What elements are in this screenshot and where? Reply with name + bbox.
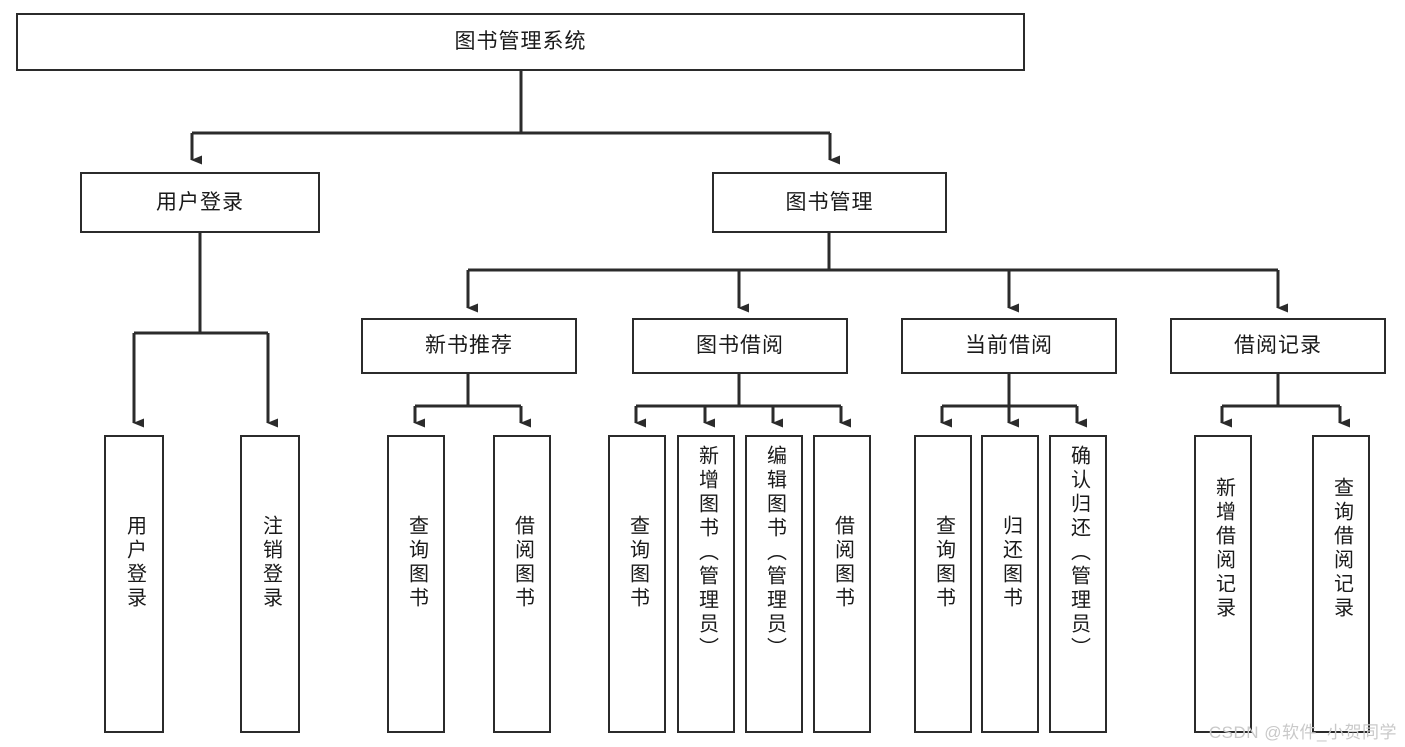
leaf-current-borrow-return-book[interactable]: 归还图书 bbox=[981, 435, 1039, 733]
node-label: 查询图书 bbox=[932, 515, 955, 611]
leaf-book-borrow-query-book[interactable]: 查询图书 bbox=[608, 435, 666, 733]
leaf-book-borrow-borrow-book[interactable]: 借阅图书 bbox=[813, 435, 871, 733]
node-current-borrow[interactable]: 当前借阅 bbox=[901, 318, 1117, 374]
node-new-book-recommend[interactable]: 新书推荐 bbox=[361, 318, 577, 374]
node-label: 借阅图书 bbox=[511, 515, 534, 611]
node-label: 查询图书 bbox=[405, 515, 428, 611]
node-book-borrow[interactable]: 图书借阅 bbox=[632, 318, 848, 374]
leaf-current-borrow-confirm-return-admin[interactable]: 确认归还（管理员） bbox=[1049, 435, 1107, 733]
node-label: 图书借阅 bbox=[696, 334, 784, 358]
watermark: CSDN @软件_小贺同学 bbox=[1208, 723, 1397, 742]
node-label: 归还图书 bbox=[999, 515, 1022, 611]
node-label: 查询图书 bbox=[626, 515, 649, 611]
node-label: 借阅图书 bbox=[831, 515, 854, 611]
node-label: 新增图书（管理员） bbox=[695, 445, 718, 661]
node-label: 查询借阅记录 bbox=[1330, 477, 1353, 621]
node-label: 当前借阅 bbox=[965, 334, 1053, 358]
node-borrow-record[interactable]: 借阅记录 bbox=[1170, 318, 1386, 374]
leaf-borrow-record-add-record[interactable]: 新增借阅记录 bbox=[1194, 435, 1252, 733]
node-label: 图书管理 bbox=[785, 190, 874, 214]
node-label: 编辑图书（管理员） bbox=[763, 445, 786, 661]
leaf-new-book-query-book[interactable]: 查询图书 bbox=[387, 435, 445, 733]
leaf-user-login-login[interactable]: 用户登录 bbox=[104, 435, 164, 733]
leaf-book-borrow-edit-book-admin[interactable]: 编辑图书（管理员） bbox=[745, 435, 803, 733]
node-label: 确认归还（管理员） bbox=[1067, 445, 1090, 661]
node-label: 用户登录 bbox=[156, 190, 244, 214]
leaf-new-book-borrow-book[interactable]: 借阅图书 bbox=[493, 435, 551, 733]
node-root-book-management-system[interactable]: 图书管理系统 bbox=[16, 13, 1025, 71]
node-label: 新增借阅记录 bbox=[1212, 477, 1235, 621]
leaf-user-login-logout[interactable]: 注销登录 bbox=[240, 435, 300, 733]
node-user-login[interactable]: 用户登录 bbox=[80, 172, 320, 233]
node-label: 注销登录 bbox=[259, 515, 282, 611]
node-label: 图书管理系统 bbox=[454, 30, 587, 54]
node-label: 借阅记录 bbox=[1234, 334, 1322, 358]
leaf-book-borrow-add-book-admin[interactable]: 新增图书（管理员） bbox=[677, 435, 735, 733]
node-label: 新书推荐 bbox=[425, 334, 513, 358]
node-book-management[interactable]: 图书管理 bbox=[712, 172, 947, 233]
leaf-borrow-record-query-record[interactable]: 查询借阅记录 bbox=[1312, 435, 1370, 733]
node-label: 用户登录 bbox=[123, 515, 146, 611]
leaf-current-borrow-query-book[interactable]: 查询图书 bbox=[914, 435, 972, 733]
